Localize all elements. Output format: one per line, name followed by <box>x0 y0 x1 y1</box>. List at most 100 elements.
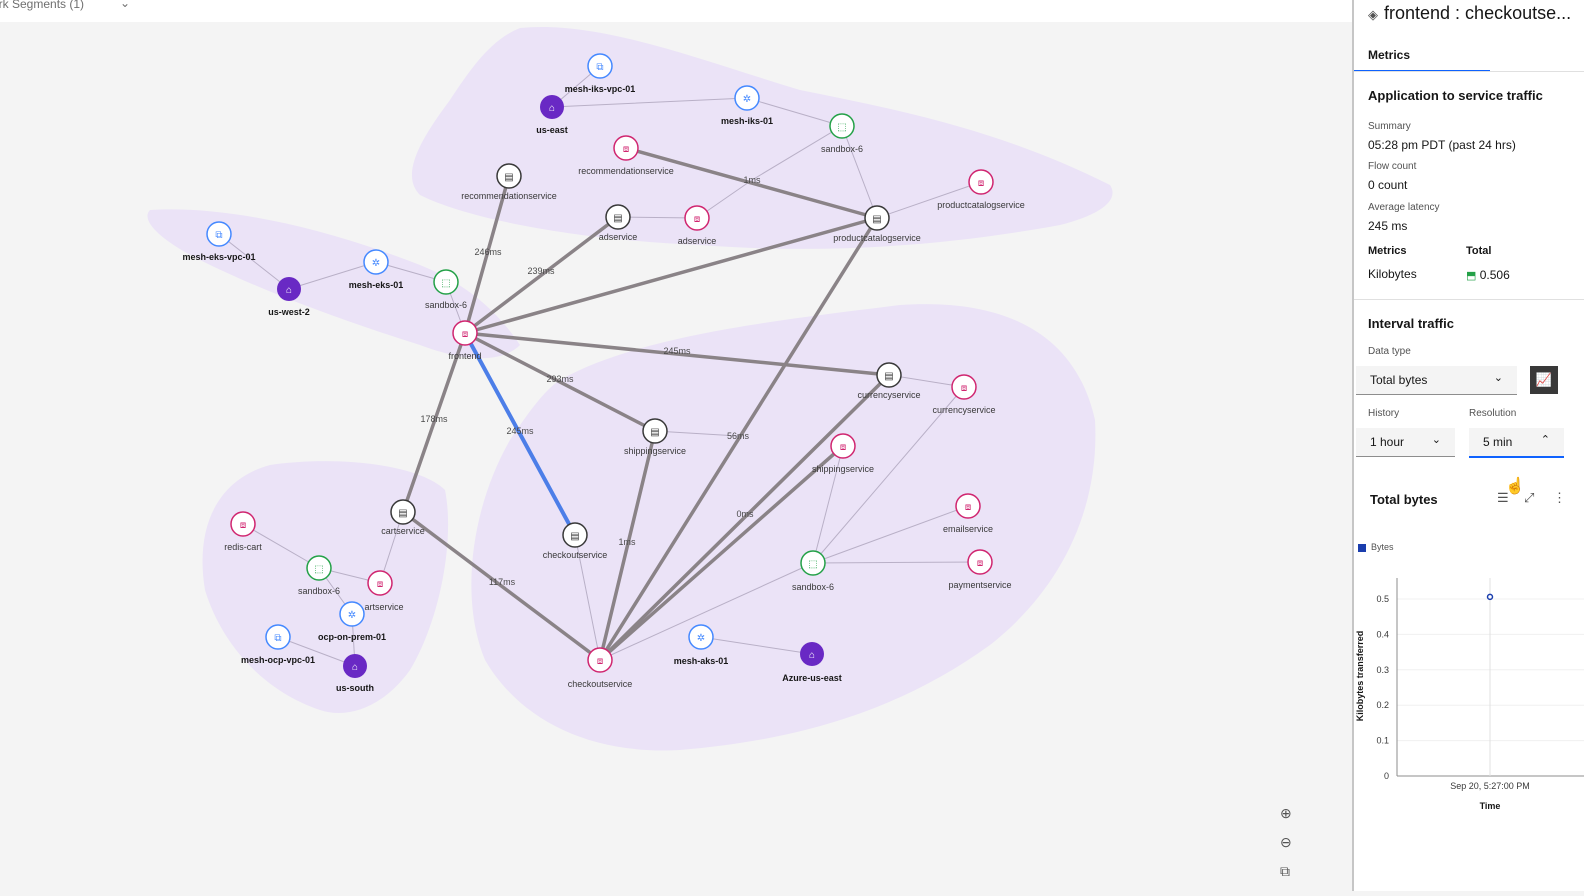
node-productcatalogservice-wl[interactable]: ⧈productcatalogservice <box>937 169 1025 210</box>
legend-label: Bytes <box>1371 542 1394 552</box>
node-mesh-iks-01[interactable]: ✲mesh-iks-01 <box>721 85 773 126</box>
history-dropdown[interactable]: 1 hour⌄ <box>1356 428 1455 457</box>
topology-canvas[interactable]: 246ms 239ms 1ms 245ms 293ms 178ms 245ms … <box>0 22 1352 891</box>
vpc-icon: ⧉ <box>274 633 281 644</box>
chevron-down-icon: ⌄ <box>1493 372 1503 384</box>
data-type-label: Data type <box>1368 346 1411 357</box>
node-redis-cart[interactable]: ⧈redis-cart <box>224 511 262 552</box>
edge <box>401 331 467 514</box>
namespace-icon: ⬚ <box>441 278 450 289</box>
zoom-out-icon[interactable]: ⊖ <box>1280 834 1292 850</box>
edge <box>876 181 982 219</box>
node-shippingservice-wl[interactable]: ⧈shippingservice <box>812 433 874 474</box>
node-sandbox-6[interactable]: ⬚sandbox-6 <box>425 269 467 310</box>
node-frontend[interactable]: ⧈frontend <box>448 320 482 361</box>
node-shippingservice-svc[interactable]: ▤shippingservice <box>624 418 686 456</box>
node-paymentservice[interactable]: ⧈paymentservice <box>948 549 1012 590</box>
vpc-icon: ⧉ <box>215 230 222 241</box>
edge <box>700 636 813 655</box>
edge <box>574 534 601 661</box>
node-us-east[interactable]: ⌂us-east <box>536 95 568 135</box>
expand-icon[interactable]: ⤢ <box>1524 490 1535 505</box>
node-us-west-2[interactable]: ⌂us-west-2 <box>268 277 310 317</box>
workload-icon: ⧈ <box>597 656 603 667</box>
node-label: productcatalogservice <box>937 200 1025 210</box>
node-azure-us-east[interactable]: ⌂Azure-us-east <box>782 642 842 683</box>
edge-label: 178ms <box>420 414 448 424</box>
node-mesh-eks-vpc-01[interactable]: ⧉mesh-eks-vpc-01 <box>182 221 256 262</box>
panel-divider[interactable] <box>1352 0 1354 891</box>
total-bytes-chart[interactable]: 00.10.20.30.40.5 Sep 20, 5:27:00 PM Time… <box>1354 570 1584 830</box>
node-us-south[interactable]: ⌂us-south <box>336 654 374 693</box>
node-sandbox-6[interactable]: ⬚ sandbox-6 <box>792 550 834 592</box>
node-checkoutservice-svc[interactable]: ▤checkoutservice <box>543 522 608 560</box>
node-checkoutservice-wl[interactable]: ⧈checkoutservice <box>568 647 633 689</box>
chevron-down-icon[interactable]: ⌄ <box>120 0 131 10</box>
divider <box>1354 299 1584 300</box>
node-mesh-aks-01[interactable]: ✲ mesh-aks-01 <box>674 624 729 666</box>
node-currencyservice-wl[interactable]: ⧈currencyservice <box>932 374 996 415</box>
namespace-icon: ⬚ <box>837 122 846 133</box>
y-tick-label: 0.1 <box>1376 736 1389 746</box>
node-sandbox-6[interactable]: ⬚ sandbox-6 <box>298 555 340 596</box>
network-segments-filter[interactable]: ork Segments (1) <box>0 0 85 11</box>
node-currencyservice-svc[interactable]: ▤currencyservice <box>857 362 921 400</box>
line-chart-icon: 📈 <box>1535 372 1553 387</box>
node-label: mesh-aks-01 <box>674 656 729 666</box>
topology-graph[interactable]: 246ms 239ms 1ms 245ms 293ms 178ms 245ms … <box>0 22 1352 891</box>
data-point[interactable] <box>1486 593 1494 601</box>
node-label: sandbox-6 <box>298 586 340 596</box>
chart-view-button[interactable]: 📈 <box>1530 366 1558 394</box>
edge <box>463 331 891 377</box>
node-cartservice-svc[interactable]: ▤cartservice <box>381 499 425 536</box>
workload-icon: ⧈ <box>462 329 468 340</box>
node-mesh-iks-vpc-01[interactable]: ⧉mesh-iks-vpc-01 <box>565 53 636 94</box>
x-axis-title: Time <box>1480 801 1501 811</box>
panel-title: ◈frontend : checkoutse... <box>1368 3 1572 23</box>
table-view-icon[interactable]: ☰ <box>1497 490 1509 505</box>
service-link-icon: ◈ <box>1368 7 1378 22</box>
edge <box>218 233 290 290</box>
namespace-icon: ⬚ <box>314 564 323 575</box>
section-heading: Application to service traffic <box>1368 88 1543 103</box>
metric-name: Kilobytes <box>1368 267 1417 281</box>
fit-to-screen-icon[interactable]: ⧉ <box>1280 863 1290 879</box>
workload-icon: ⧈ <box>961 383 967 394</box>
edge-label: 1ms <box>618 537 636 547</box>
chevron-down-icon: ⌄ <box>1431 434 1441 446</box>
zoom-in-icon[interactable]: ⊕ <box>1280 805 1292 821</box>
edge <box>598 216 879 662</box>
tab-metrics[interactable]: Metrics <box>1354 40 1490 72</box>
edge-selected[interactable] <box>463 331 577 537</box>
edge <box>841 125 878 219</box>
overflow-menu-icon[interactable]: ⋮ <box>1553 490 1566 505</box>
namespace-icon: ⬚ <box>808 559 817 570</box>
cluster-icon: ✲ <box>743 94 751 105</box>
edge <box>812 445 844 564</box>
y-tick-label: 0.2 <box>1376 700 1389 710</box>
cluster-icon: ✲ <box>697 633 705 644</box>
node-sandbox-6[interactable]: ⬚sandbox-6 <box>821 113 863 154</box>
resolution-dropdown[interactable]: 5 min⌃ <box>1469 428 1564 458</box>
node-recommendationservice-wl[interactable]: ⧈recommendationservice <box>578 135 674 176</box>
edge-label: 239ms <box>527 266 555 276</box>
region-us-east <box>411 26 1113 249</box>
data-type-dropdown[interactable]: Total bytes⌄ <box>1356 366 1517 395</box>
node-mesh-eks-01[interactable]: ✲mesh-eks-01 <box>349 249 404 290</box>
node-recommendationservice-svc[interactable]: ▤recommendationservice <box>461 163 557 201</box>
workload-icon: ⧈ <box>240 520 246 531</box>
node-ocp-on-prem-01[interactable]: ✲ocp-on-prem-01 <box>318 601 386 642</box>
node-productcatalogservice-svc[interactable]: ▤productcatalogservice <box>833 205 921 243</box>
top-toolbar: ork Segments (1) ⌄ <box>0 0 1352 22</box>
node-cartservice-wl[interactable]: ⧈artservice <box>364 570 404 612</box>
node-adservice-svc[interactable]: ▤adservice <box>599 204 638 242</box>
service-icon: ▤ <box>504 172 513 183</box>
node-label: sandbox-6 <box>792 582 834 592</box>
workload-icon: ⧈ <box>965 502 971 513</box>
chart-title: Total bytes <box>1370 492 1438 507</box>
node-mesh-ocp-vpc-01[interactable]: ⧉mesh-ocp-vpc-01 <box>241 624 315 665</box>
tab-underline <box>1354 71 1584 72</box>
node-adservice-wl[interactable]: ⧈adservice <box>678 205 717 246</box>
region-us-south <box>202 461 449 714</box>
node-emailservice[interactable]: ⧈emailservice <box>943 493 993 534</box>
